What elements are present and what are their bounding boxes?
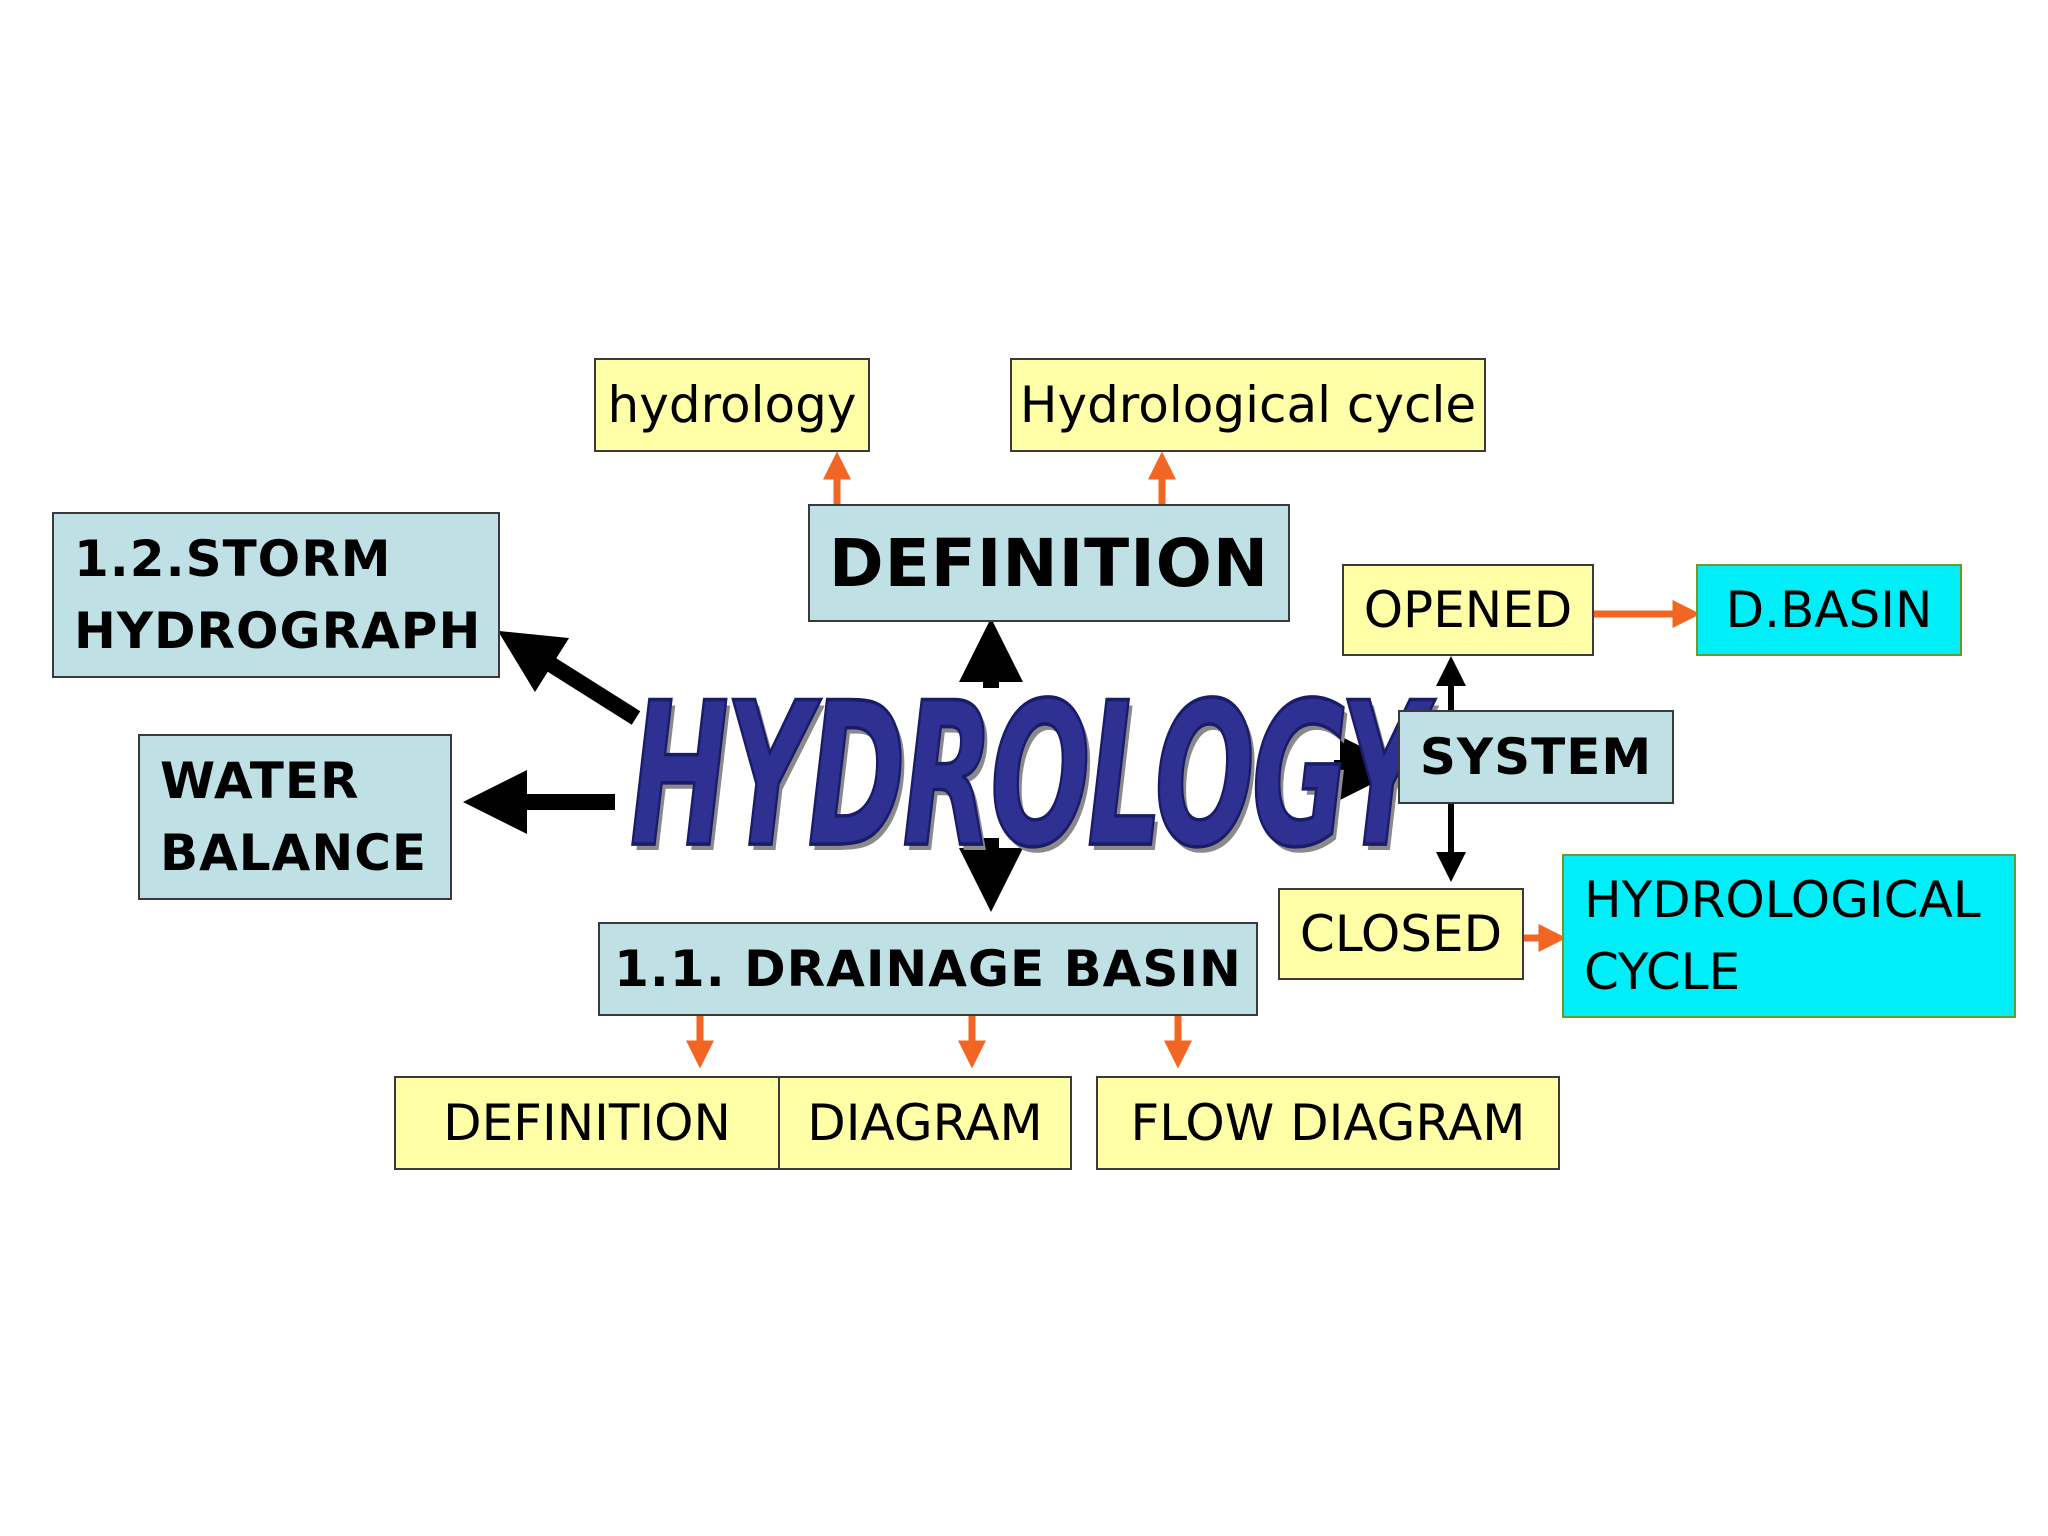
definition-label: DEFINITION	[828, 524, 1270, 602]
drainage-basin-label: 1.1. DRAINAGE BASIN	[614, 940, 1242, 998]
d-basin-label: D.BASIN	[1725, 581, 1933, 639]
hydrological-cycle-definition-label: Hydrological cycle	[1019, 376, 1477, 434]
basin-definition-label: DEFINITION	[443, 1094, 731, 1152]
opened-box: OPENED	[1342, 564, 1594, 656]
hydrology-definition-label: hydrology	[607, 376, 857, 434]
d-basin-box: D.BASIN	[1696, 564, 1962, 656]
hydrological-cycle-closed-label: HYDROLOGICAL CYCLE	[1584, 871, 1981, 1001]
water-balance-label: WATER BALANCE	[160, 752, 428, 882]
hydrology-title: HYDROLOGY	[629, 658, 1427, 893]
storm-hydrograph-box: 1.2.STORM HYDROGRAPH	[52, 512, 500, 678]
basin-definition-box: DEFINITION	[394, 1076, 780, 1170]
system-label: SYSTEM	[1419, 728, 1653, 786]
storm-hydrograph-label: 1.2.STORM HYDROGRAPH	[74, 530, 482, 660]
arrow-to-storm-hydrograph	[497, 630, 641, 725]
opened-label: OPENED	[1363, 581, 1573, 639]
hydrological-cycle-closed-box: HYDROLOGICAL CYCLE	[1562, 854, 2016, 1018]
drainage-basin-box: 1.1. DRAINAGE BASIN	[598, 922, 1258, 1016]
system-box: SYSTEM	[1398, 710, 1674, 804]
hydrological-cycle-definition-box: Hydrological cycle	[1010, 358, 1486, 452]
basin-flow-diagram-box: FLOW DIAGRAM	[1096, 1076, 1560, 1170]
basin-diagram-box: DIAGRAM	[778, 1076, 1072, 1170]
closed-label: CLOSED	[1299, 905, 1503, 963]
basin-diagram-label: DIAGRAM	[807, 1094, 1043, 1152]
definition-box: DEFINITION	[808, 504, 1290, 622]
hydrology-definition-box: hydrology	[594, 358, 870, 452]
water-balance-box: WATER BALANCE	[138, 734, 452, 900]
closed-box: CLOSED	[1278, 888, 1524, 980]
basin-flow-diagram-label: FLOW DIAGRAM	[1130, 1094, 1526, 1152]
